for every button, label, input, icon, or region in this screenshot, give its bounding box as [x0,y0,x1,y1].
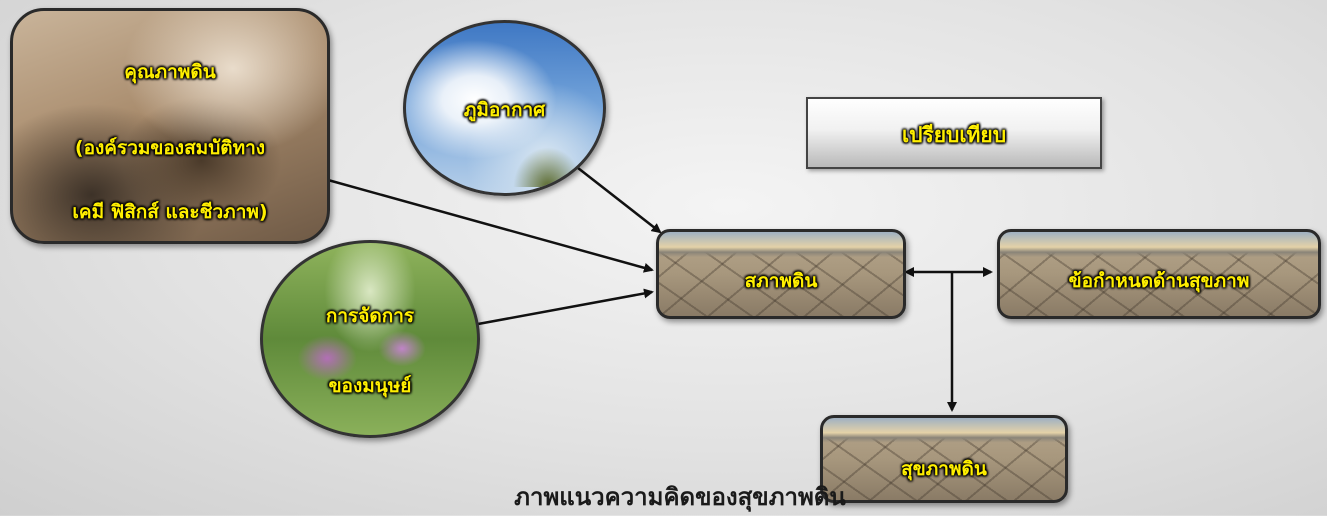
grass-decoration [513,147,583,187]
soil-quality-label-3: เคมี ฟิสิกส์ และชีวภาพ) [72,201,268,223]
management-node: การจัดการ ของมนุษย์ [260,240,480,438]
climate-node: ภูมิอากาศ [403,20,606,196]
soil-quality-node: คุณภาพดิน (องค์รวมของสมบัติทาง เคมี ฟิสิ… [10,8,330,244]
soil-health-label: สุขภาพดิน [901,458,987,480]
arrow-management-to-condition [477,288,654,326]
climate-label: ภูมิอากาศ [463,99,546,121]
soil-condition-label: สภาพดิน [744,270,818,292]
health-requirements-node: ข้อกำหนดด้านสุขภาพ [997,229,1321,319]
arrow-climate-to-condition [577,167,662,234]
health-requirements-label: ข้อกำหนดด้านสุขภาพ [1068,270,1250,292]
soil-quality-label-2: (องค์รวมของสมบัติทาง [74,137,266,159]
arrow-soil-quality-to-condition [327,178,654,273]
soil-condition-node: สภาพดิน [656,229,906,319]
compare-label: เปรียบเทียบ [901,123,1007,147]
management-label-1: การจัดการ [325,305,415,327]
diagram-caption: ภาพแนวความคิดของสุขภาพดิน [514,483,846,511]
soil-health-node: สุขภาพดิน [820,415,1068,503]
management-label-2: ของมนุษย์ [328,375,412,397]
soil-quality-label-1: คุณภาพดิน [124,61,216,83]
compare-box: เปรียบเทียบ [806,97,1102,169]
